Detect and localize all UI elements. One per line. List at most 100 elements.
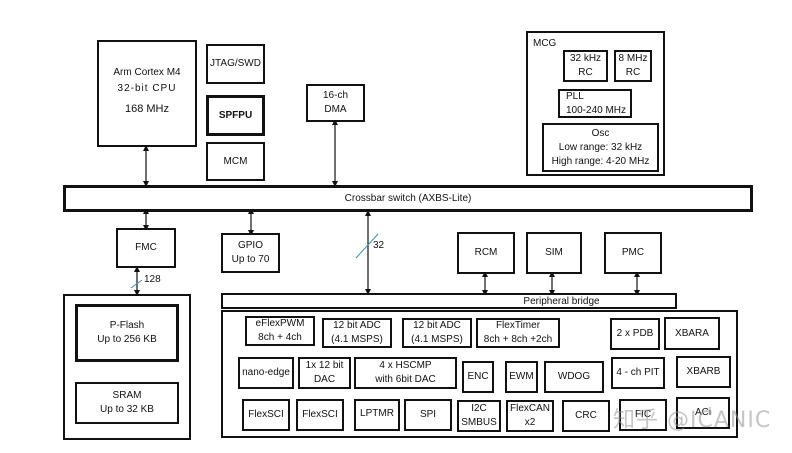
watermark: 知乎 @ICANIC (613, 408, 772, 433)
sram-size: Up to 32 KB (100, 404, 154, 415)
crc-label: CRC (575, 410, 597, 421)
cpu-name: Arm Cortex M4 (113, 67, 181, 78)
smbus-label: SMBUS (461, 417, 497, 428)
wdog-block: WDOG (544, 361, 604, 393)
flexsci-block-2: FlexSCI (296, 399, 344, 431)
fmc-block: FMC (116, 228, 176, 268)
cpu-block: Arm Cortex M4 32-bit CPU 168 MHz (97, 40, 197, 147)
xbara-block: XBARA (664, 317, 720, 350)
eflexpwm-channels: 8ch + 4ch (258, 332, 302, 343)
spi-block: SPI (404, 399, 452, 431)
spfpu-block: SPFPU (206, 95, 265, 136)
dac-label: 1x 12 bit (305, 360, 344, 371)
flexcan-block: FlexCAN x2 (506, 400, 554, 432)
rc32k-label: RC (578, 67, 593, 78)
flextimer-block: FlexTimer 8ch + 8ch +2ch (476, 318, 560, 348)
hscmp-label: 4 x HSCMP (379, 360, 432, 371)
osc-label: Osc (591, 127, 610, 139)
sim-block: SIM (526, 232, 582, 274)
pflash-block: P-Flash Up to 256 KB (75, 304, 179, 362)
mcg-block: MCG 32 kHz RC 8 MHz RC PLL 100-240 MHz O… (526, 31, 665, 176)
enc-label: ENC (467, 371, 489, 382)
dma-label: DMA (324, 104, 347, 115)
mcg-title: MCG (533, 38, 557, 49)
gpio-count: Up to 70 (231, 254, 270, 265)
flextimer-label: FlexTimer (495, 320, 541, 331)
hscmp-dac: with 6bit DAC (375, 374, 436, 385)
cpu-width: 32-bit CPU (117, 83, 177, 94)
pll-block: PLL 100-240 MHz (558, 89, 632, 118)
ewm-label: EWM (509, 371, 534, 382)
eflexpwm-label: eFlexPWM (255, 318, 305, 329)
memory-block: P-Flash Up to 256 KB SRAM Up to 32 KB (63, 294, 191, 440)
xbarb-label: XBARB (686, 366, 721, 377)
osc-low-range: Low range: 32 kHz (558, 141, 643, 153)
peripheral-bridge-label: Peripheral bridge (523, 296, 600, 307)
cpu-frequency: 168 MHz (124, 103, 170, 115)
xbarb-block: XBARB (676, 356, 731, 388)
i2c-block: I2C SMBUS (457, 400, 501, 432)
dac-type: DAC (313, 374, 336, 385)
flexcan-label: FlexCAN (509, 403, 550, 414)
aci-label: ACi (694, 407, 712, 418)
flextimer-channels: 8ch + 8ch +2ch (483, 334, 553, 345)
jtag-swd-block: JTAG/SWD (206, 44, 265, 84)
rc32k-freq: 32 kHz (569, 53, 602, 64)
pmc-label: PMC (621, 247, 645, 258)
fmc-label: FMC (135, 242, 157, 253)
rc8m-freq: 8 MHz (618, 53, 648, 64)
spi-label: SPI (419, 409, 437, 420)
eflexpwm-block: eFlexPWM 8ch + 4ch (245, 316, 315, 346)
xbara-label: XBARA (675, 327, 709, 339)
gpio-block: GPIO Up to 70 (221, 233, 280, 273)
flexsci-1-label: FlexSCI (248, 409, 284, 420)
peripheral-group: eFlexPWM 8ch + 4ch 12 bit ADC (4.1 MSPS)… (221, 310, 738, 438)
mcm-label: MCM (223, 155, 248, 167)
flexsci-block-1: FlexSCI (242, 399, 290, 431)
rcm-label: RCM (474, 247, 498, 258)
fic-block: FIC (619, 399, 667, 431)
adc-1-rate: (4.1 MSPS) (331, 334, 383, 345)
adc-2-rate: (4.1 MSPS) (411, 334, 463, 345)
sram-label: SRAM (112, 390, 142, 401)
crossbar-label: Crossbar switch (AXBS-Lite) (344, 192, 472, 204)
peripheral-bridge: Peripheral bridge (221, 293, 677, 309)
pdb-block: 2 x PDB (610, 318, 660, 350)
fic-label: FIC (634, 409, 652, 420)
osc-high-range: High range: 4-20 MHz (551, 155, 650, 167)
jtag-swd-label: JTAG/SWD (210, 58, 261, 69)
crc-block: CRC (562, 400, 610, 432)
enc-block: ENC (462, 361, 494, 393)
pit-block: 4 - ch PIT (611, 357, 665, 389)
nano-edge-block: nano-edge (238, 357, 294, 389)
rc8m-block: 8 MHz RC (614, 50, 652, 82)
nano-edge-label: nano-edge (242, 367, 290, 378)
adc-block-2: 12 bit ADC (4.1 MSPS) (402, 318, 472, 348)
pll-label: PLL (566, 90, 584, 102)
adc-1-label: 12 bit ADC (333, 320, 381, 331)
hscmp-block: 4 x HSCMP with 6bit DAC (354, 357, 457, 389)
flexsci-2-label: FlexSCI (302, 409, 338, 420)
adc-2-label: 12 bit ADC (413, 320, 461, 331)
ewm-block: EWM (505, 361, 538, 393)
sim-label: SIM (545, 247, 563, 258)
pll-range: 100-240 MHz (566, 104, 627, 116)
pflash-label: P-Flash (109, 320, 145, 331)
osc-block: Osc Low range: 32 kHz High range: 4-20 M… (542, 123, 659, 172)
pdb-label: 2 x PDB (616, 328, 654, 339)
rc8m-label: RC (625, 67, 641, 78)
dma-block: 16-ch DMA (306, 84, 365, 122)
pflash-size: Up to 256 KB (97, 334, 157, 345)
lptmr-block: LPTMR (354, 399, 400, 431)
mcm-block: MCM (206, 142, 265, 181)
pmc-block: PMC (604, 232, 662, 274)
aci-block: ACi (676, 397, 730, 429)
fmc-bus-width: 128 (144, 274, 161, 285)
dma-channels: 16-ch (322, 90, 348, 101)
rc32k-block: 32 kHz RC (563, 50, 608, 82)
bus-32-width: 32 (373, 240, 385, 251)
i2c-label: I2C (471, 403, 487, 414)
pit-label: 4 - ch PIT (616, 367, 660, 378)
gpio-label: GPIO (237, 240, 263, 251)
